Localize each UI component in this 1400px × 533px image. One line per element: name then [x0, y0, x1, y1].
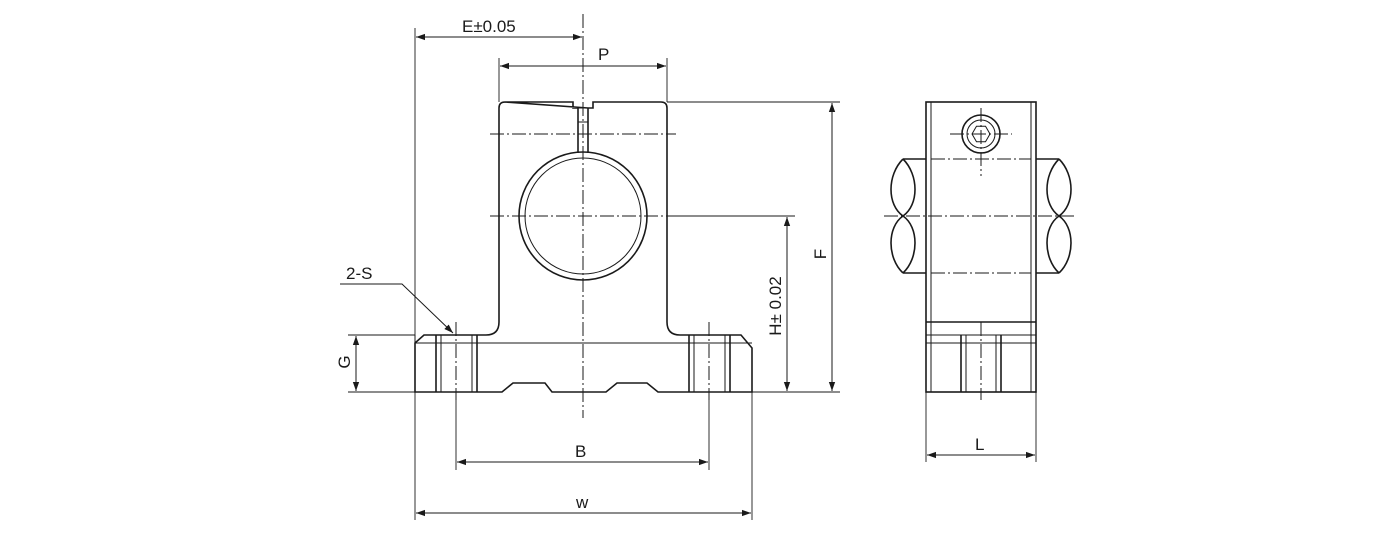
- l-label: L: [975, 435, 984, 454]
- g-label: G: [335, 355, 354, 368]
- drawing-sheet: [292, 0, 1108, 533]
- h-label: H± 0.02: [766, 276, 785, 335]
- front-body-outline: [414, 101, 753, 393]
- right-mount-hole: [688, 335, 731, 392]
- front-dimensions: E±0.05 P B w 2-S F H± 0.02 G: [335, 17, 840, 520]
- b-label: B: [575, 442, 586, 461]
- p-label: P: [598, 45, 609, 64]
- left-mount-hole: [435, 335, 478, 392]
- s-label: 2-S: [346, 264, 372, 283]
- side-view: L: [884, 101, 1077, 462]
- front-view: [414, 14, 753, 418]
- s-leader-line: [340, 283, 454, 334]
- e-label: E±0.05: [462, 17, 516, 36]
- side-mount-hole: [960, 335, 1002, 392]
- f-label: F: [811, 249, 830, 259]
- w-label: w: [575, 493, 589, 512]
